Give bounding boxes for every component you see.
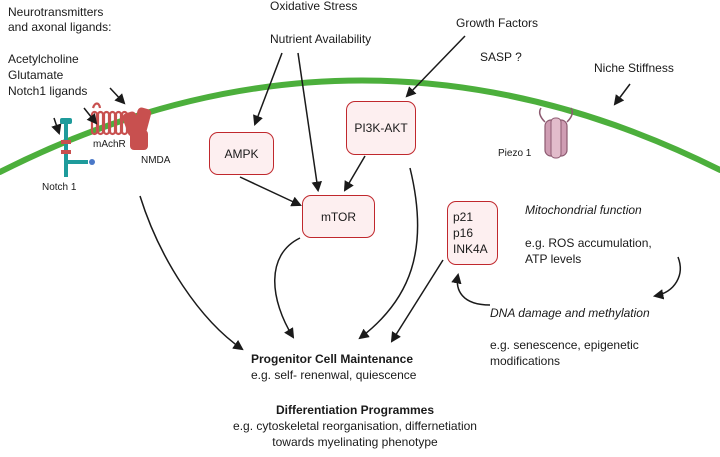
dna-title: DNA damage and methylation	[490, 306, 650, 320]
ligand-glutamate: Glutamate	[8, 68, 64, 82]
differentiation-example-2: towards myelinating phenotype	[272, 435, 438, 449]
ligand-acetylcholine: Acetylcholine	[8, 52, 79, 66]
label-oxidative-stress: Oxidative Stress	[270, 0, 358, 13]
mtor-label: mTOR	[320, 209, 357, 224]
arrow-dna-p21	[451, 272, 491, 306]
label-piezo1: Piezo 1	[498, 148, 532, 159]
arrow-ligand-machr	[83, 107, 98, 125]
arrow-mtor-progenitor	[274, 237, 301, 339]
notch1-receptor-icon	[60, 118, 95, 177]
machr-receptor-icon	[90, 102, 129, 136]
ampk-box: AMPK	[209, 132, 274, 175]
p21-label: p21	[453, 210, 474, 224]
label-nutrient-availability: Nutrient Availability	[270, 32, 372, 46]
arrow-pi3k-mtor	[343, 155, 366, 192]
arrow-mito-dna	[652, 256, 681, 300]
ink4a-label: INK4A	[453, 242, 488, 256]
progenitor-title: Progenitor Cell Maintenance	[251, 352, 414, 366]
arrow-ampk-mtor	[239, 176, 302, 207]
pi3k-akt-box: PI3K-AKT	[346, 101, 416, 155]
p16-label: p16	[453, 226, 474, 240]
mito-example-2: ATP levels	[525, 252, 582, 266]
label-machr: mAchR	[93, 139, 126, 150]
dna-example-1: e.g. senescence, epigenetic	[490, 338, 639, 352]
differentiation-title: Differentiation Programmes	[275, 403, 435, 417]
ligand-notch1: Notch1 ligands	[8, 84, 88, 98]
mtor-box: mTOR	[302, 195, 375, 238]
pi3k-akt-label: PI3K-AKT	[354, 121, 408, 135]
label-notch1: Notch 1	[42, 182, 77, 193]
mito-title: Mitochondrial function	[525, 203, 642, 217]
piezo1-channel-icon	[538, 107, 574, 159]
arrow-ligand-notch	[51, 117, 62, 135]
nmda-receptor-icon	[122, 107, 152, 150]
arrow-p21-progenitor	[390, 259, 444, 343]
label-growth-factors: Growth Factors	[456, 16, 539, 30]
neuro-title-line2: and axonal ligands:	[8, 20, 112, 34]
label-niche-stiffness: Niche Stiffness	[594, 61, 674, 75]
neuro-title-line1: Neurotransmitters	[8, 5, 104, 19]
arrow-membrane-progenitor	[139, 195, 244, 351]
arrow-oxidative-ampk	[253, 52, 283, 126]
cell-cycle-inhibitors-box: p21 p16 INK4A	[447, 201, 498, 265]
label-nmda: NMDA	[141, 155, 171, 166]
ampk-label: AMPK	[224, 146, 259, 161]
mito-example-1: e.g. ROS accumulation,	[525, 236, 652, 250]
dna-example-2: modifications	[490, 354, 561, 368]
arrow-pi3k-progenitor	[358, 167, 419, 340]
arrow-ligand-nmda	[109, 87, 126, 105]
label-sasp: SASP ?	[480, 50, 522, 64]
progenitor-example: e.g. self- renenwal, quiescence	[251, 368, 417, 382]
arrow-growth-pi3k	[405, 35, 466, 98]
arrow-nutrient-mtor	[297, 52, 322, 193]
differentiation-example-1: e.g. cytoskeletal reorganisation, differ…	[233, 419, 477, 433]
arrow-niche-piezo	[613, 83, 631, 106]
